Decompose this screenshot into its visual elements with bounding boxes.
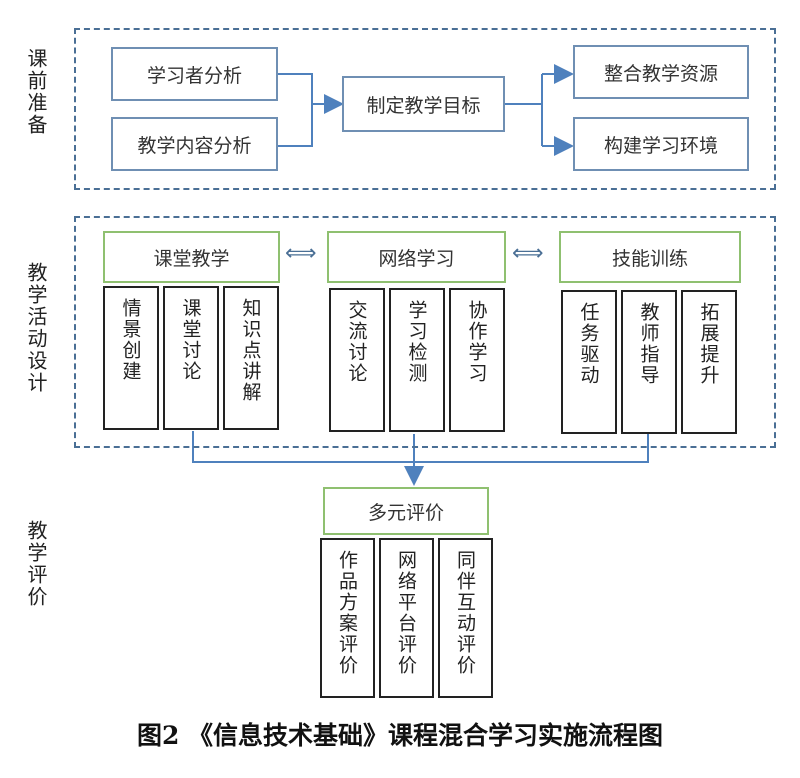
- integrate-resources-box: 整合教学资源: [573, 45, 749, 99]
- classroom-teaching-box: 课堂教学: [103, 231, 280, 283]
- diverse-evaluation-box: 多元评价: [323, 487, 489, 535]
- evaluation-item: 作品方案评价: [320, 538, 375, 698]
- network-learning-box: 网络学习: [327, 231, 506, 283]
- activity-item: 拓展提升: [681, 290, 737, 434]
- activity-item: 知识点讲解: [223, 286, 279, 430]
- double-arrow-icon: ⟺: [512, 241, 544, 266]
- activity-item: 学习检测: [389, 288, 445, 432]
- learner-analysis-box: 学习者分析: [111, 47, 278, 101]
- activity-item: 教师指导: [621, 290, 677, 434]
- activity-item: 协作学习: [449, 288, 505, 432]
- prep-dashed-frame: [74, 28, 776, 190]
- build-environment-box: 构建学习环境: [573, 117, 749, 171]
- section-label-activity: 教学活动设计: [24, 262, 48, 394]
- activity-dashed-frame: [74, 216, 776, 448]
- evaluation-item: 网络平台评价: [379, 538, 434, 698]
- prep-left-bracket: [278, 73, 313, 147]
- goal-box: 制定教学目标: [342, 76, 505, 132]
- activity-item: 交流讨论: [329, 288, 385, 432]
- section-label-evaluation: 教学评价: [24, 520, 48, 608]
- double-arrow-icon: ⟺: [285, 241, 317, 266]
- skill-training-box: 技能训练: [559, 231, 741, 283]
- figure-caption: 图2 《信息技术基础》课程混合学习实施流程图: [136, 721, 664, 750]
- activity-item: 课堂讨论: [163, 286, 219, 430]
- evaluation-item: 同伴互动评价: [438, 538, 493, 698]
- activity-item: 情景创建: [103, 286, 159, 430]
- content-analysis-box: 教学内容分析: [111, 117, 278, 171]
- section-label-prep: 课前准备: [24, 48, 48, 136]
- activity-item: 任务驱动: [561, 290, 617, 434]
